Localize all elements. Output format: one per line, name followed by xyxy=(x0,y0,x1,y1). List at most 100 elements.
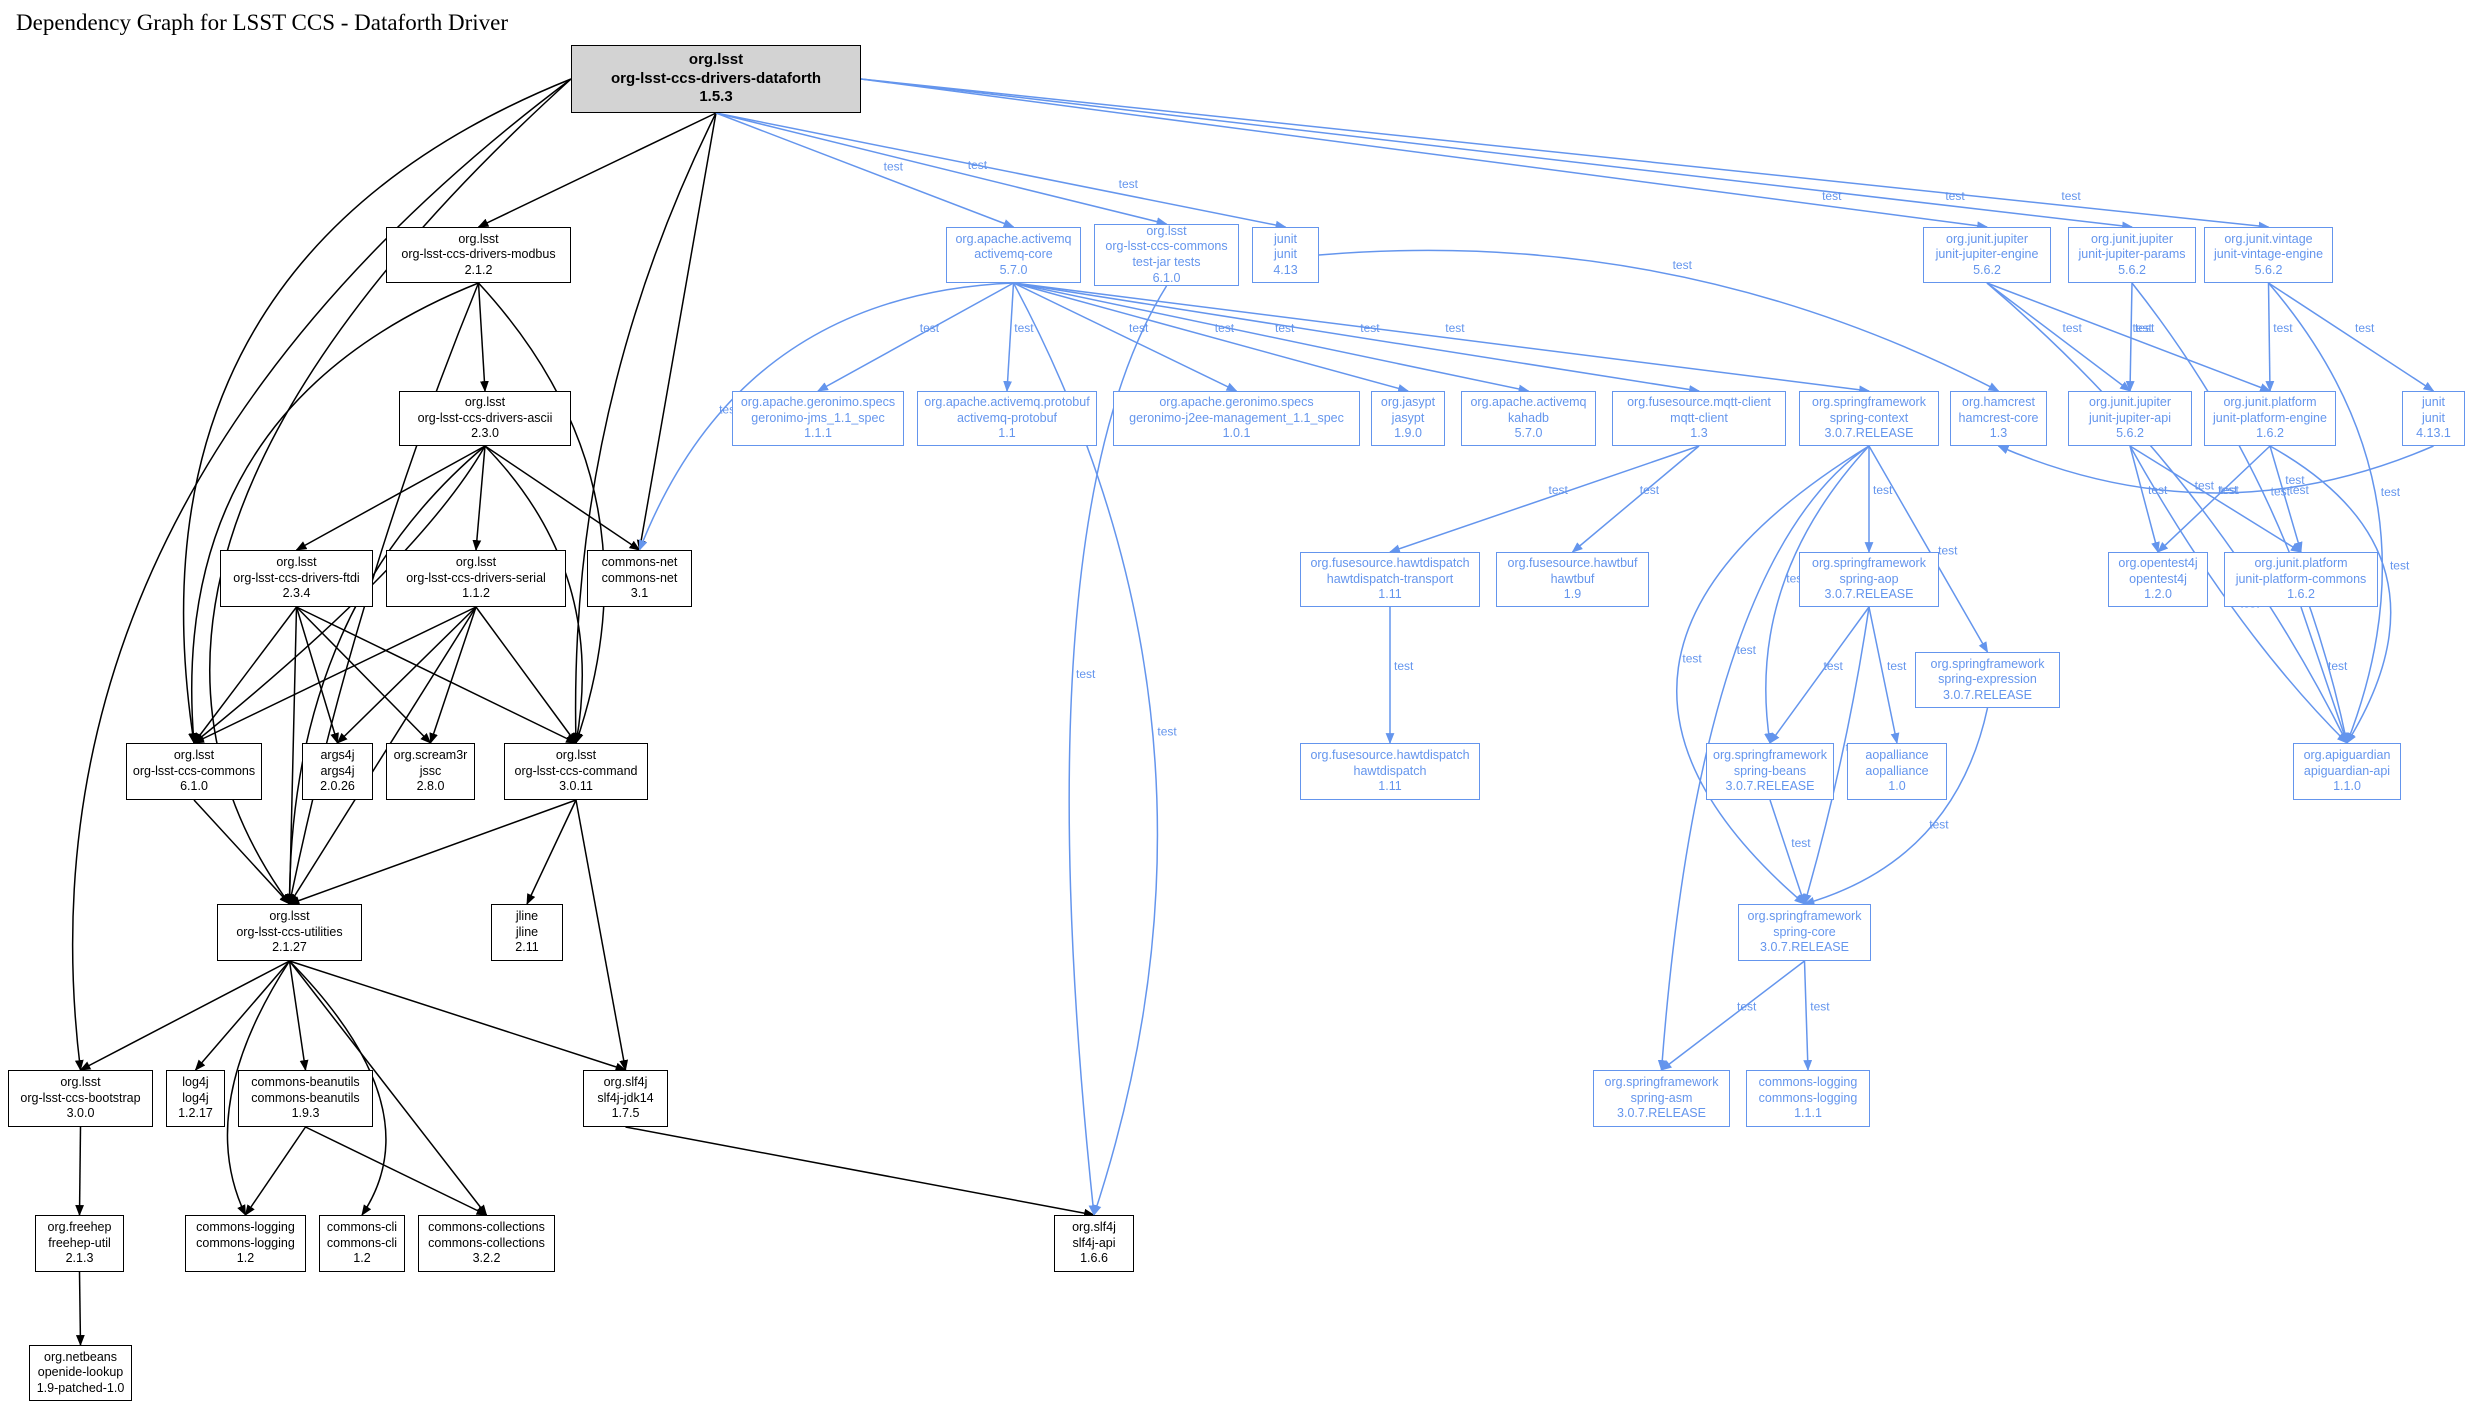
node-label-line: org.jasypt xyxy=(1380,395,1436,410)
edge-platform_engine-opentest4j xyxy=(2157,445,2271,553)
node-label-line: args4j xyxy=(320,763,355,778)
node-label-line: junit-platform-engine xyxy=(2213,410,2327,425)
node-label-line: 1.6.2 xyxy=(2256,426,2284,441)
edge-ascii-commons_net xyxy=(484,445,641,551)
edge-scope-label: test xyxy=(2218,483,2238,497)
edge-dataforth-commons_net xyxy=(636,112,717,552)
node-label-line: kahadb xyxy=(1507,410,1549,425)
node-label-line: junit-jupiter-engine xyxy=(1935,247,2039,262)
node-label-line: org.junit.jupiter xyxy=(1946,231,2028,246)
edge-dataforth-commons_tests xyxy=(715,112,1168,226)
node-label-line: 2.8.0 xyxy=(416,779,445,794)
node-label-line: junit-vintage-engine xyxy=(2213,247,2324,262)
node-label-line: org-lsst-ccs-commons xyxy=(132,763,256,778)
node-label-line: org.lsst xyxy=(555,748,597,763)
graph-title: Dependency Graph for LSST CCS - Datafort… xyxy=(16,10,509,35)
node-label-line: apiguardian-api xyxy=(2303,763,2391,778)
node-label-line: org.junit.jupiter xyxy=(2091,231,2173,246)
node-label-line: commons-net xyxy=(601,555,678,570)
node-label-line: log4j xyxy=(182,1075,209,1090)
edge-ascii-ftdi xyxy=(295,445,486,551)
node-label-line: geronimo-jms_1.1_spec xyxy=(751,410,885,425)
edge-ftdi-jssc xyxy=(295,606,432,744)
edge-scope-label: test xyxy=(1394,659,1414,673)
edge-activemq_core-spring_context xyxy=(1013,282,1871,395)
node-label-line: activemq-core xyxy=(974,247,1053,262)
node-label-line: 1.1.1 xyxy=(804,426,832,441)
node-label-line: org.springframework xyxy=(1812,395,1926,410)
node-label-line: commons-beanutils xyxy=(251,1090,360,1105)
node-label-line: 1.0 xyxy=(1888,779,1906,794)
node-label-line: 1.2.0 xyxy=(2144,587,2172,602)
node-label-line: 1.2 xyxy=(236,1251,255,1266)
node-label-line: commons-collections xyxy=(428,1235,545,1250)
node-label-line: 2.1.27 xyxy=(272,940,307,955)
edge-ascii-ccs_commons xyxy=(193,445,486,744)
node-label-line: 5.7.0 xyxy=(1514,426,1543,441)
node-label-line: 1.1.1 xyxy=(1794,1106,1822,1121)
node-label-line: org.springframework xyxy=(1812,556,1926,571)
node-label-line: 3.0.0 xyxy=(66,1106,95,1121)
edge-scope-label: test xyxy=(2063,321,2083,335)
node-label-line: 4.13 xyxy=(1273,262,1298,277)
node-label-line: 3.0.7.RELEASE xyxy=(1943,687,2032,702)
edge-bootstrap-freehep xyxy=(75,1126,85,1217)
edge-utilities-bootstrap xyxy=(79,960,290,1071)
edge-scope-label: test xyxy=(1673,258,1693,272)
node-label-line: slf4j-jdk14 xyxy=(597,1090,654,1105)
node-label-line: org.lsst xyxy=(276,555,317,570)
node-label-line: spring-expression xyxy=(1938,672,2037,687)
edge-mqtt_client-hawtbuf xyxy=(1571,445,1700,553)
node-label-line: org.lsst xyxy=(173,748,215,763)
edge-scope-label: test xyxy=(1737,643,1757,657)
edge-vintage_engine-platform_engine xyxy=(2265,282,2275,393)
edge-serial-ccs_commons xyxy=(193,606,477,744)
node-label-line: org.lsst xyxy=(688,50,744,68)
edge-jupiter_params-apiguardian xyxy=(2131,282,2350,745)
node-label-line: jline xyxy=(515,924,539,939)
node-label-line: 2.1.3 xyxy=(65,1251,94,1266)
node-label-line: 1.0.1 xyxy=(1222,426,1251,441)
node-label-line: org.springframework xyxy=(1604,1075,1719,1090)
node-label-line: org.lsst xyxy=(269,909,310,924)
edge-scope-label: test xyxy=(2135,321,2155,335)
node-label-line: org.freehep xyxy=(47,1220,112,1235)
node-label-line: 2.0.26 xyxy=(320,779,355,794)
edge-activemq_core-kahadb xyxy=(1013,282,1530,394)
edge-scope-label: test xyxy=(1824,659,1844,673)
node-label-line: commons-collections xyxy=(428,1220,545,1235)
node-label-line: org.apache.activemq xyxy=(1470,395,1587,410)
node-label-line: 1.1 xyxy=(998,426,1016,441)
edge-ftdi-ccs_commons xyxy=(193,606,298,744)
node-label-line: org.apache.geronimo.specs xyxy=(740,395,896,410)
node-label-line: 1.2 xyxy=(353,1251,371,1266)
node-label-line: hamcrest-core xyxy=(1958,410,2039,425)
edge-ascii-command xyxy=(484,445,584,745)
node-label-line: org.lsst xyxy=(60,1075,101,1090)
edge-jupiter_api-apiguardian xyxy=(2129,445,2348,744)
node-label-line: spring-aop xyxy=(1839,571,1899,586)
node-label-line: freehep-util xyxy=(48,1235,111,1250)
edge-spring_context-spring_core xyxy=(1675,445,1870,905)
node-label-line: 2.3.4 xyxy=(282,586,311,601)
edge-utilities-log4j xyxy=(194,960,291,1071)
edge-spring_expression-spring_core xyxy=(1803,707,1989,906)
edge-scope-label: test xyxy=(2381,485,2401,499)
